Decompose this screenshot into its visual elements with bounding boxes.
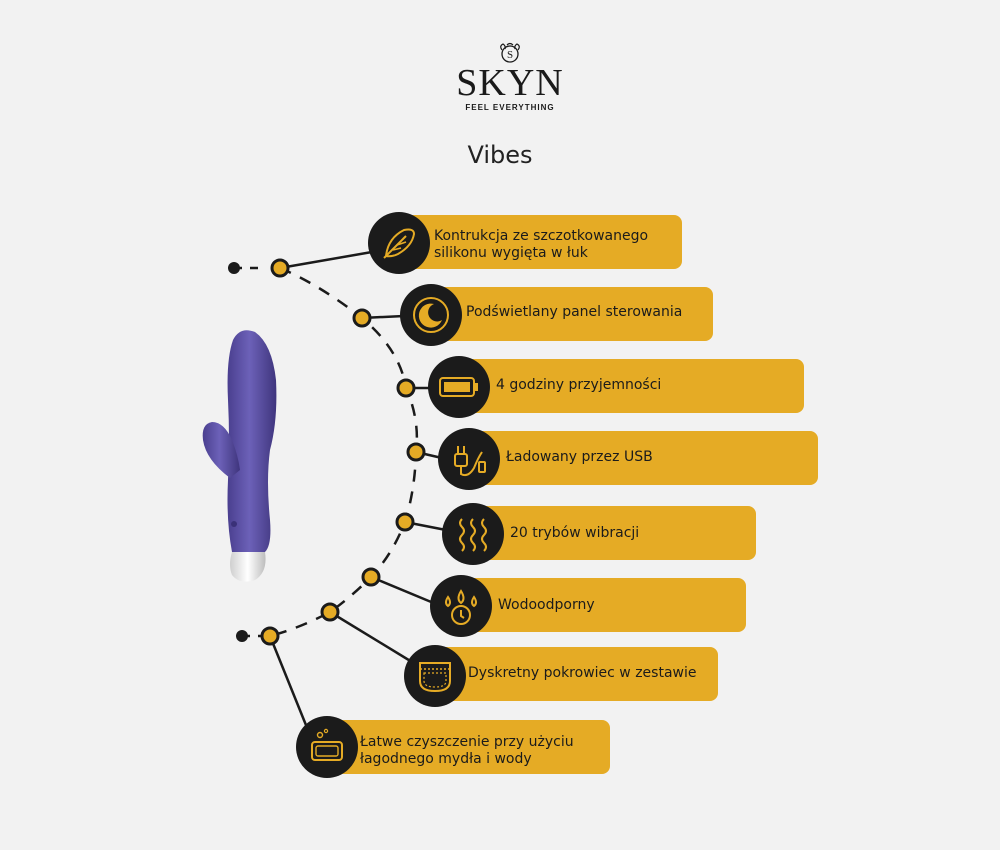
feature-icon-badge [438, 428, 500, 490]
connector-node [395, 512, 415, 532]
feature-pill [436, 647, 718, 701]
brand-tagline: FEEL EVERYTHING [465, 103, 555, 112]
feature-pill [430, 287, 713, 341]
feather-icon [383, 228, 416, 259]
vibration-waves-icon [459, 518, 487, 552]
feature-pill [398, 215, 682, 269]
water-drops-icon [445, 589, 477, 625]
feature-label: 4 godziny przyjemności [496, 377, 662, 393]
feature-icon-badge [442, 503, 504, 565]
connector-node [320, 602, 340, 622]
feature-label: Ładowany przez USB [506, 449, 653, 465]
crest-icon: S [500, 42, 520, 63]
connector-node [406, 442, 426, 462]
connector-node [352, 308, 372, 328]
emblem-letter: S [507, 49, 513, 61]
feature-icon-badge [368, 212, 430, 274]
feature-pill [460, 359, 804, 413]
dashed-arc [269, 266, 419, 638]
pouch-icon [419, 662, 451, 693]
connector-node [260, 626, 280, 646]
soap-icon [311, 728, 343, 761]
feature-icon-badge [400, 284, 462, 346]
feature-label: Podświetlany panel sterowania [466, 304, 683, 320]
end-dot-top [228, 262, 240, 274]
feature-icon-badge [430, 575, 492, 637]
usb-plug-icon [454, 446, 486, 477]
brand-name: SKYN [456, 62, 564, 104]
end-dot-bottom [236, 630, 248, 642]
feature-label: Kontrukcja ze szczotkowanego silikonu wy… [434, 228, 649, 261]
brand-logo: S SKYN FEEL EVERYTHING [450, 42, 570, 112]
feature-pill [326, 720, 610, 774]
feature-label: Dyskretny pokrowiec w zestawie [468, 665, 697, 681]
feature-icon-badge [428, 356, 490, 418]
feature-label: Łatwe czyszczenie przy użyciu łagodnego … [360, 734, 574, 767]
moon-icon [413, 297, 449, 333]
page-title: Vibes [467, 141, 533, 169]
feature-icon-badge [296, 716, 358, 778]
feature-label: Wodoodporny [498, 597, 595, 613]
feature-pill [474, 506, 756, 560]
connector-node [396, 378, 416, 398]
product-image [202, 330, 277, 582]
connector-node [361, 567, 381, 587]
battery-icon [439, 377, 478, 397]
feature-icon-badge [404, 645, 466, 707]
feature-pill [470, 431, 818, 485]
feature-label: 20 trybów wibracji [510, 525, 640, 541]
connector-node [270, 258, 290, 278]
feature-pill [462, 578, 746, 632]
